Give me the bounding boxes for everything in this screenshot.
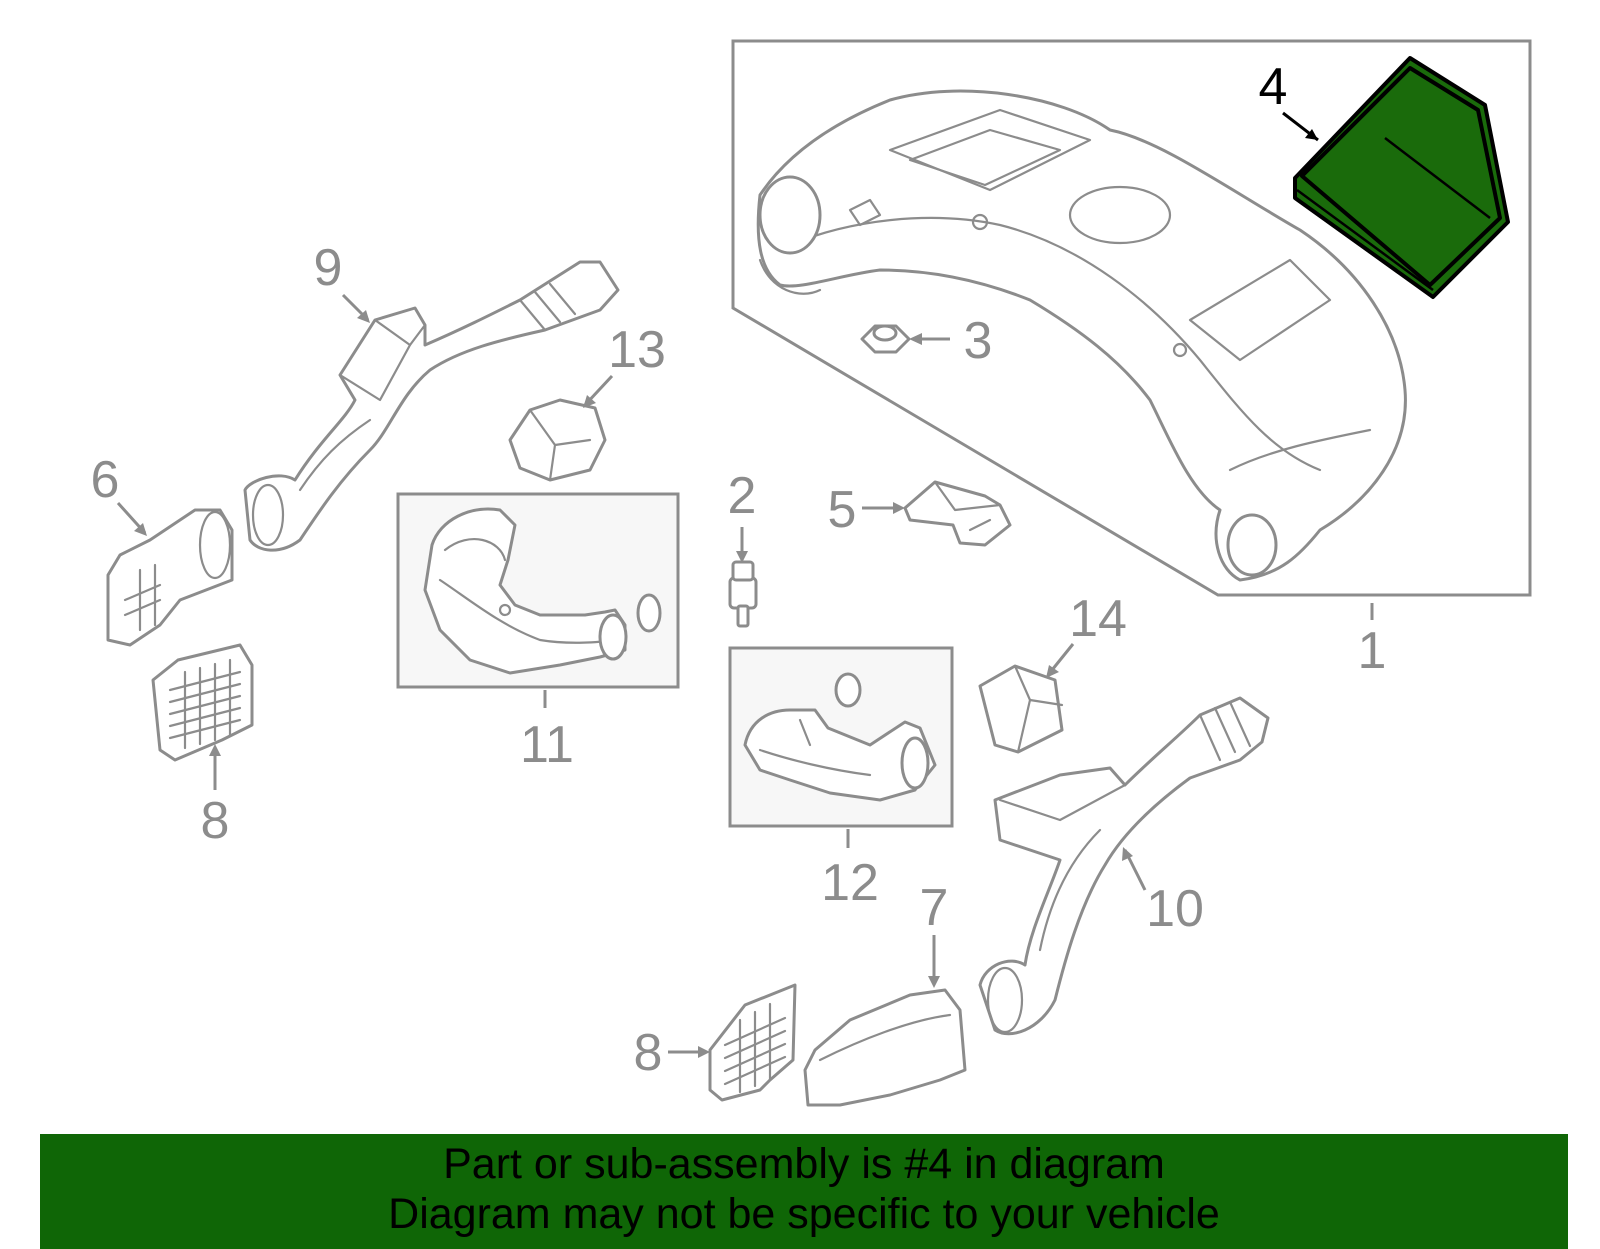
callout-5: 5 <box>828 481 857 539</box>
duct-end-part-7[interactable] <box>803 988 967 1107</box>
mass-air-flow-sensor[interactable] <box>903 480 1012 547</box>
callout-3: 3 <box>964 312 993 370</box>
duct-seal-part-14[interactable] <box>978 664 1064 754</box>
callout-6: 6 <box>91 451 120 509</box>
air-duct-part-9[interactable] <box>243 260 620 552</box>
intake-hose-part-12[interactable] <box>743 672 937 802</box>
grille-part-8-upper[interactable] <box>151 643 254 762</box>
grille-part-8-lower[interactable] <box>708 983 797 1102</box>
leader-lines <box>116 111 1374 1058</box>
banner-disclaimer: Diagram may not be specific to your vehi… <box>388 1190 1220 1238</box>
banner-part-info: Part or sub-assembly is #4 in diagram <box>443 1140 1165 1188</box>
air-filter-element[interactable] <box>1293 56 1510 299</box>
rubber-boot-part-13[interactable] <box>508 398 607 482</box>
callout-4: 4 <box>1259 58 1288 116</box>
callout-7: 7 <box>920 879 949 937</box>
callout-8-lower: 8 <box>634 1024 663 1082</box>
callout-8-upper: 8 <box>201 792 230 850</box>
callout-14: 14 <box>1069 590 1127 648</box>
callout-11: 11 <box>520 716 574 774</box>
callout-9: 9 <box>314 239 343 297</box>
callout-1: 1 <box>1358 622 1387 680</box>
callout-12: 12 <box>821 854 879 912</box>
sensor-part-2[interactable] <box>728 560 758 628</box>
nut-part-3[interactable] <box>860 324 911 354</box>
air-duct-part-10[interactable] <box>978 696 1270 1036</box>
duct-end-part-6[interactable] <box>106 508 234 647</box>
callout-13: 13 <box>608 321 666 379</box>
air-cleaner-housing[interactable] <box>756 89 1407 582</box>
info-banner: Part or sub-assembly is #4 in diagram Di… <box>40 1134 1568 1249</box>
intake-hose-part-11[interactable] <box>423 507 662 675</box>
callout-10: 10 <box>1146 880 1204 938</box>
callout-2: 2 <box>728 467 757 525</box>
